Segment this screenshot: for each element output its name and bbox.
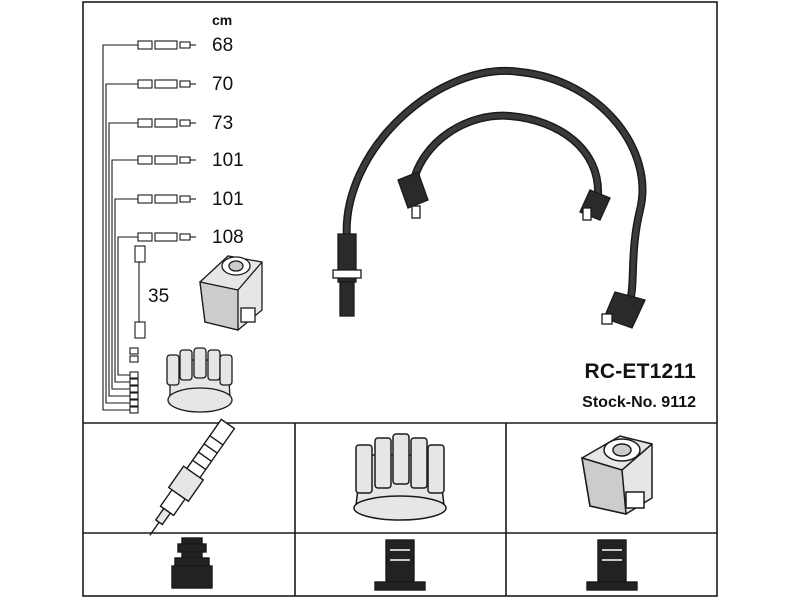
length-label: 68 — [212, 35, 234, 56]
cable-boot-right — [601, 291, 646, 329]
length-label: 108 — [212, 227, 244, 248]
length-label: 101 — [212, 150, 244, 171]
cap-terminal-icon — [374, 539, 426, 591]
ignition-coil-icon — [199, 255, 263, 331]
length-label: 73 — [212, 113, 234, 134]
distributor-cap-icon — [353, 433, 447, 521]
plug-terminal-icon — [171, 537, 213, 589]
product-code: RC-ET1211 — [584, 360, 696, 383]
cable-boot-middle-right — [579, 189, 611, 221]
stock-number: Stock-No. 9112 — [582, 394, 696, 411]
coil-terminal-icon — [586, 539, 638, 591]
unit-label: cm — [212, 12, 233, 28]
cable-boot-middle-left — [397, 171, 429, 219]
ignition-coil-icon — [581, 435, 653, 515]
distributor-cap-icon — [166, 347, 233, 413]
spark-plug-icon — [149, 418, 236, 536]
ignition-cable-set — [342, 66, 647, 304]
short-lead-label: 35 — [148, 286, 170, 307]
length-label: 101 — [212, 189, 244, 210]
length-label: 70 — [212, 74, 234, 95]
cable-boot-left — [332, 233, 362, 317]
frame — [82, 1, 718, 597]
wire-length-schematic — [102, 40, 196, 414]
